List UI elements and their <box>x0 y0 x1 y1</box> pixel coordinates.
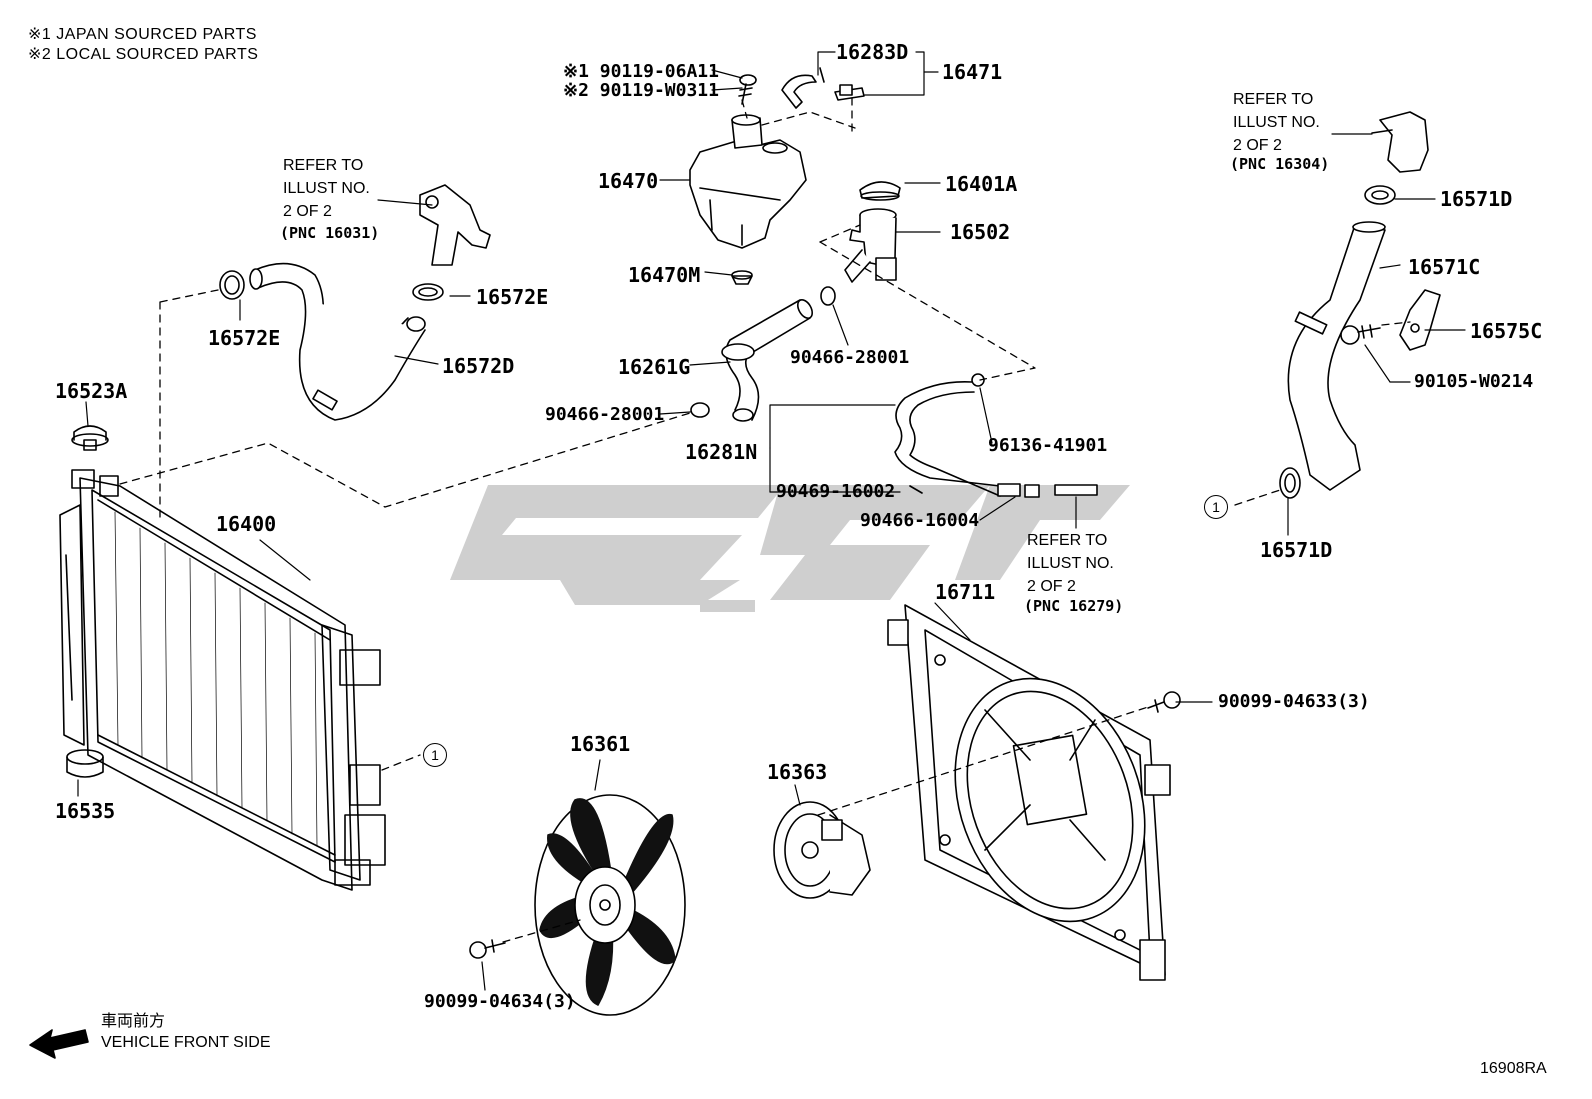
part-label-16571C[interactable]: 16571C <box>1408 255 1481 279</box>
leader-lines <box>77 51 1466 991</box>
part-label-90466-16004[interactable]: 90466-16004 <box>860 510 980 531</box>
ref-16304-pnc: (PNC 16304) <box>1230 155 1330 173</box>
vehicle-front-label-en: VEHICLE FRONT SIDE <box>101 1034 271 1051</box>
part-label-90105-W0214[interactable]: 90105-W0214 <box>1414 371 1534 392</box>
clamp-16572E-left <box>219 270 245 300</box>
part-label-16535[interactable]: 16535 <box>55 799 116 823</box>
clamp-90466-28001-lower <box>690 402 710 418</box>
part-label-16281N[interactable]: 16281N <box>685 440 758 464</box>
diagram-code: 16908RA <box>1480 1060 1547 1077</box>
clamp-90466-28001-upper <box>820 286 836 306</box>
water-inlet-16304 <box>1371 111 1429 173</box>
part-label-16571D-lower[interactable]: 16571D <box>1260 538 1333 562</box>
hose-16281N <box>894 381 1098 498</box>
part-label-16523A[interactable]: 16523A <box>55 379 128 403</box>
water-outlet-16031 <box>419 184 491 266</box>
bolt-90099-04634 <box>469 939 506 959</box>
clamp-16572E-right <box>412 283 444 301</box>
note-local-sourced: ※2 LOCAL SOURCED PARTS <box>28 46 259 63</box>
radiator-16400 <box>59 469 386 891</box>
part-label-90466-28001-lower[interactable]: 90466-28001 <box>545 404 665 425</box>
clamp-16571D-lower <box>1279 467 1301 499</box>
ref-16031-line1: REFER TO <box>283 157 364 174</box>
vehicle-front-label-jp: 車両前方 <box>101 1013 166 1030</box>
hose-16571C <box>1287 221 1386 491</box>
ref-16279-pnc: (PNC 16279) <box>1024 597 1124 615</box>
part-label-screw-japan[interactable]: ※1 90119-06A11 <box>563 61 719 82</box>
hose-16261G <box>721 299 814 422</box>
part-label-90099-04634[interactable]: 90099-04634(3) <box>424 991 576 1012</box>
part-label-90099-04633[interactable]: 90099-04633(3) <box>1218 691 1370 712</box>
part-label-16502[interactable]: 16502 <box>950 220 1011 244</box>
ref-16031-line2: ILLUST NO. <box>283 180 370 197</box>
hose-16572D <box>249 262 426 421</box>
part-label-16471[interactable]: 16471 <box>942 60 1003 84</box>
part-label-16572E-left[interactable]: 16572E <box>208 326 281 350</box>
part-label-16361[interactable]: 16361 <box>570 732 631 756</box>
part-label-16470[interactable]: 16470 <box>598 169 659 193</box>
fan-shroud-16711 <box>887 604 1171 981</box>
part-label-90469-16002[interactable]: 90469-16002 <box>776 481 896 502</box>
filler-neck-16502 <box>844 208 897 283</box>
cap-16470M <box>731 270 753 285</box>
note-japan-sourced: ※1 JAPAN SOURCED PARTS <box>28 26 257 43</box>
part-label-16711[interactable]: 16711 <box>935 580 996 604</box>
part-label-screw-local[interactable]: ※2 90119-W0311 <box>563 80 719 101</box>
ref-16304-line3: 2 OF 2 <box>1233 137 1282 154</box>
part-label-16575C[interactable]: 16575C <box>1470 319 1543 343</box>
part-label-90466-28001-upper[interactable]: 90466-28001 <box>790 347 910 368</box>
cap-16401A <box>859 181 901 201</box>
part-16523A-cap <box>71 425 109 451</box>
ref-16031-line3: 2 OF 2 <box>283 203 332 220</box>
bolt-90099-04633 <box>1147 691 1181 713</box>
cooling-fan-16361 <box>534 794 686 1016</box>
bracket-16575C <box>1399 289 1441 351</box>
ref-16279-line3: 2 OF 2 <box>1027 578 1076 595</box>
fan-motor-16363 <box>773 801 871 899</box>
circle-marker-1-left: 1 <box>423 743 447 767</box>
ref-16279-line2: ILLUST NO. <box>1027 555 1114 572</box>
circle-marker-1-right: 1 <box>1204 495 1228 519</box>
part-label-16400[interactable]: 16400 <box>216 512 277 536</box>
ref-16031-pnc: (PNC 16031) <box>280 224 380 242</box>
part-label-16363[interactable]: 16363 <box>767 760 828 784</box>
ref-16304-line1: REFER TO <box>1233 91 1314 108</box>
ref-16279-line1: REFER TO <box>1027 532 1108 549</box>
reserve-tank-16470 <box>689 114 807 249</box>
part-label-16401A[interactable]: 16401A <box>945 172 1018 196</box>
part-label-96136-41901[interactable]: 96136-41901 <box>988 435 1108 456</box>
part-16535-cushion <box>66 749 104 778</box>
part-label-16261G[interactable]: 16261G <box>618 355 691 379</box>
vehicle-front-arrow <box>29 1029 89 1059</box>
part-label-16470M[interactable]: 16470M <box>628 263 701 287</box>
ref-16304-line2: ILLUST NO. <box>1233 114 1320 131</box>
watermark-logo <box>450 485 1130 612</box>
part-label-16572E-right[interactable]: 16572E <box>476 285 549 309</box>
part-label-16283D[interactable]: 16283D <box>836 40 909 64</box>
clamp-16571D-upper <box>1364 185 1396 205</box>
clip-96136-41901 <box>971 373 985 387</box>
part-label-16572D[interactable]: 16572D <box>442 354 515 378</box>
dashed-guide-lines <box>119 97 1411 943</box>
part-label-16571D-upper[interactable]: 16571D <box>1440 187 1513 211</box>
bolt-90105-W0214 <box>1340 324 1381 345</box>
hose-16283D <box>781 67 865 109</box>
